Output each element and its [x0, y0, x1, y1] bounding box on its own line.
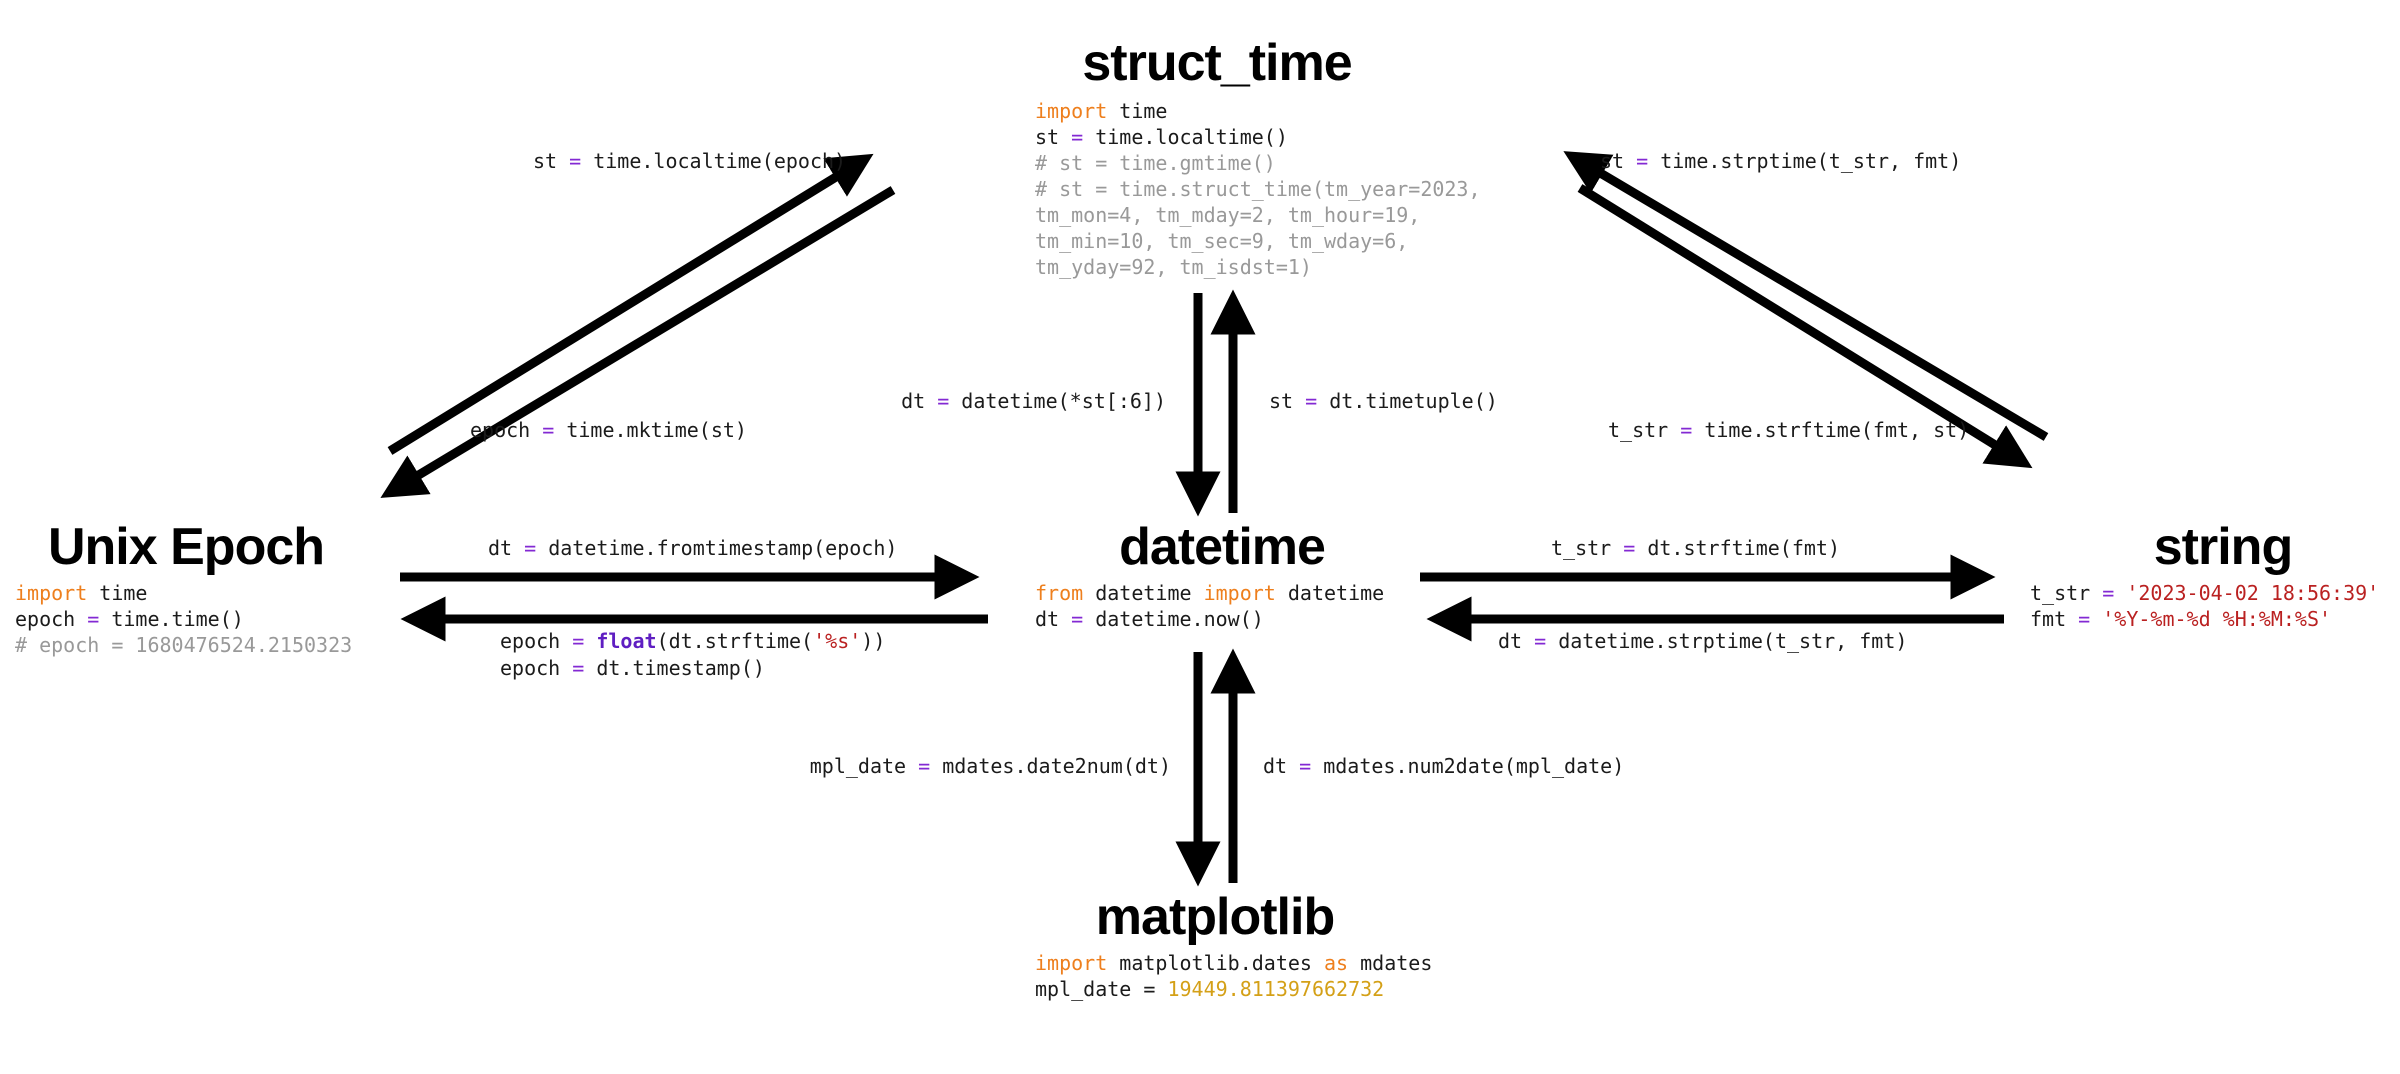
arrow-string-to-structtime [1563, 151, 2049, 441]
arrow-structtime-to-epoch [380, 186, 896, 498]
arrow-epoch-to-structtime [387, 153, 874, 455]
edge-label-strftime-time: t_str = time.strftime(fmt, st) [1608, 418, 1970, 442]
edge-label-dt-timestamp: epoch = dt.timestamp() [500, 656, 765, 680]
node-code-string: t_str = '2023-04-02 18:56:39'fmt = '%Y-%… [2030, 581, 2380, 631]
edge-label-timetuple: st = dt.timetuple() [1269, 389, 1498, 413]
edge-label-num2date: dt = mdates.num2date(mpl_date) [1263, 754, 1625, 778]
edge-label-strptime-time: st = time.strptime(t_str, fmt) [1600, 149, 1962, 173]
edge-label-mktime: epoch = time.mktime(st) [470, 418, 747, 442]
node-title-matplotlib: matplotlib [1095, 888, 1335, 946]
edge-label-datetime-strptime: dt = datetime.strptime(t_str, fmt) [1498, 629, 1908, 653]
arrow-structtime-to-string [1577, 184, 2033, 469]
edge-label-dt-strftime: t_str = dt.strftime(fmt) [1551, 536, 1840, 560]
edge-label-fromtimestamp: dt = datetime.fromtimestamp(epoch) [488, 536, 898, 560]
node-title-struct-time: struct_time [1082, 34, 1352, 92]
edge-label-localtime: st = time.localtime(epoch) [533, 149, 847, 173]
edge-label-date2num: mpl_date = mdates.date2num(dt) [809, 754, 1171, 778]
node-title-string: string [2153, 518, 2293, 576]
node-title-datetime: datetime [1119, 518, 1326, 576]
edge-label-datetime-from-structtime: dt = datetime(*st[:6]) [901, 389, 1166, 413]
edge-label-float-strftime: epoch = float(dt.strftime('%s')) [500, 629, 886, 653]
node-title-unix-epoch: Unix Epoch [47, 518, 325, 576]
